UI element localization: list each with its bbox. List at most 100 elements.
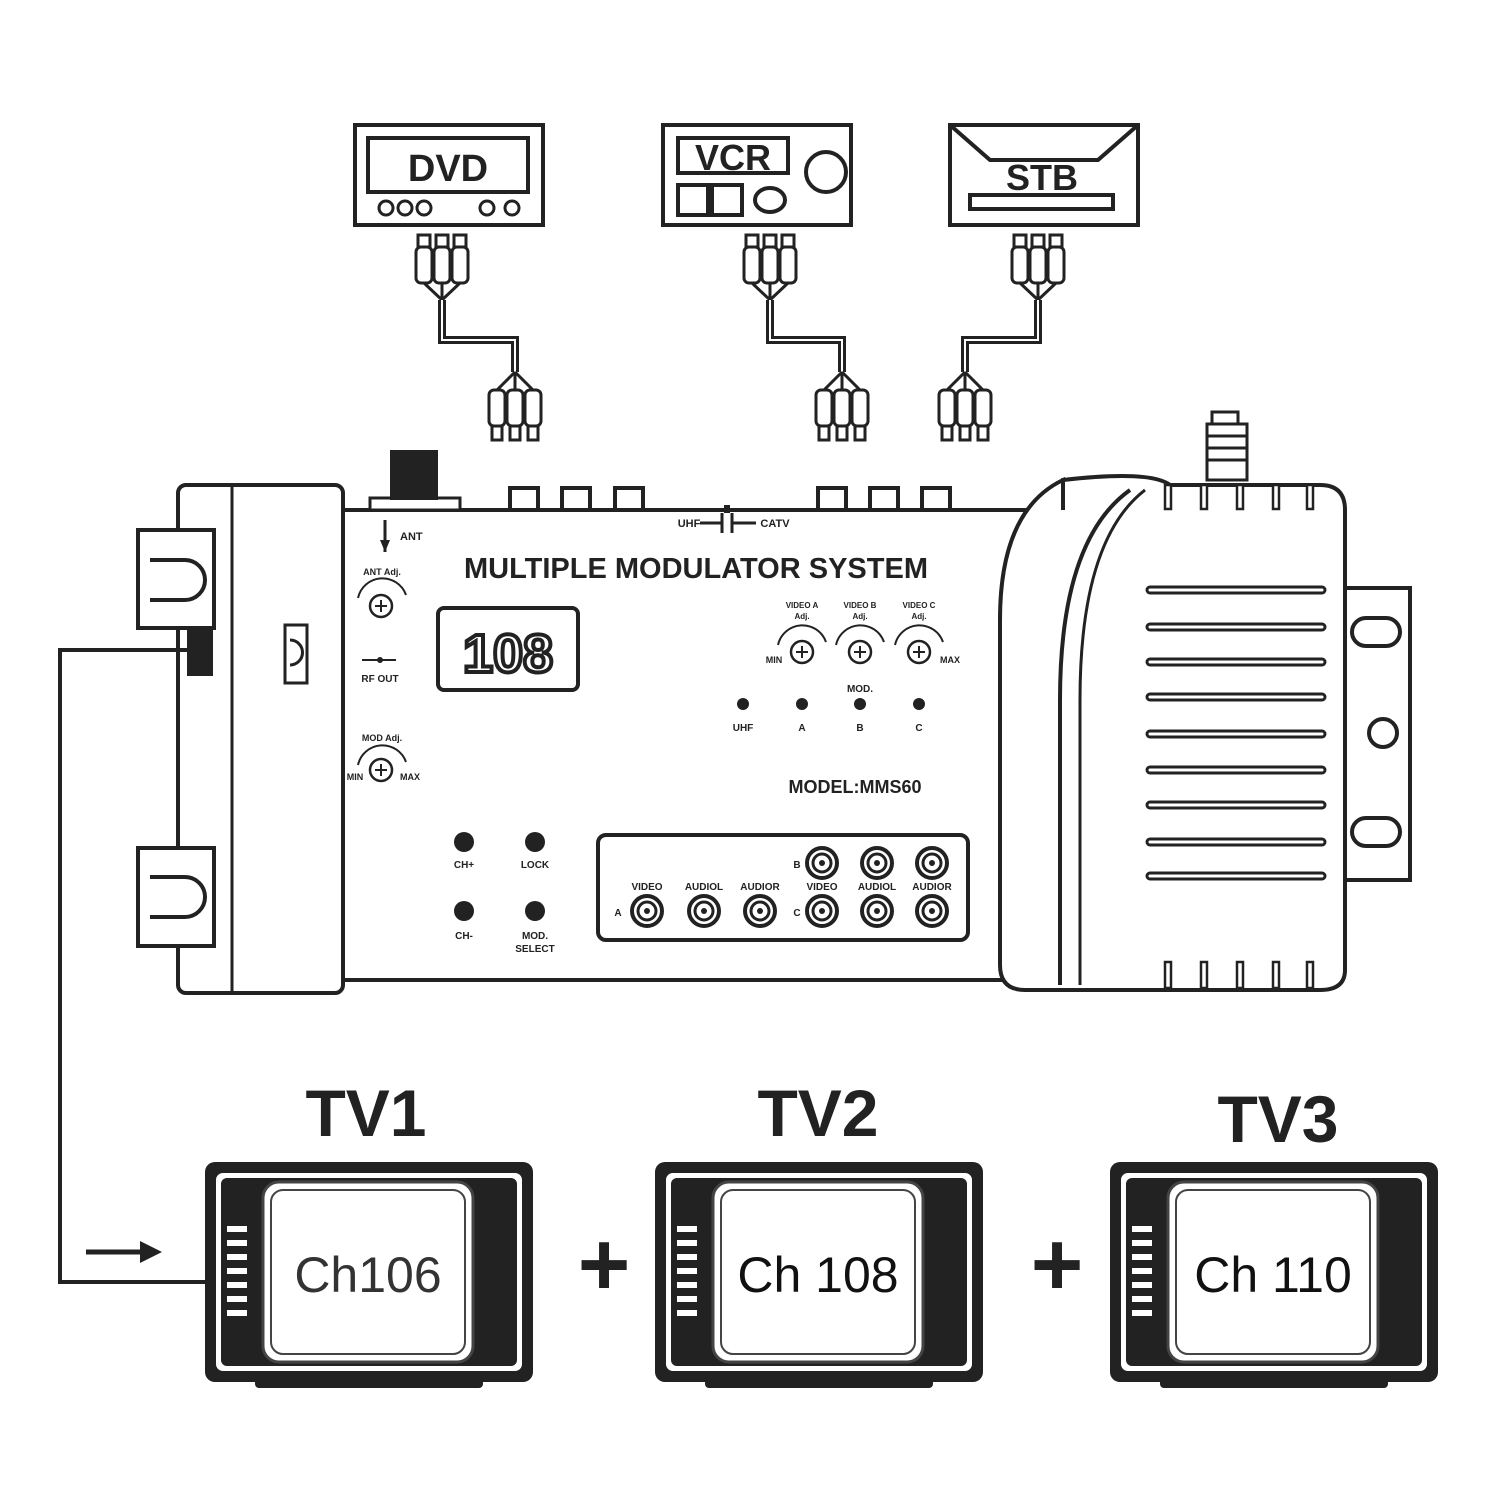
jack-header-c-2: AUDIOR bbox=[912, 882, 952, 893]
ant-label: ANT bbox=[400, 531, 423, 543]
dvd-label: DVD bbox=[408, 148, 488, 190]
mod-adj-min: MIN bbox=[347, 772, 364, 782]
bottom-clip-0 bbox=[1163, 960, 1173, 990]
vcr-label: VCR bbox=[695, 137, 771, 178]
row-label-b: B bbox=[793, 860, 800, 871]
ant-adj-label: ANT Adj. bbox=[363, 567, 401, 577]
led-indicator-2 bbox=[854, 698, 866, 710]
lock-label: LOCK bbox=[521, 860, 550, 871]
uhf-switch-label: UHF bbox=[678, 518, 701, 530]
arrow-right-icon bbox=[140, 1241, 162, 1263]
set-top-box: STB bbox=[948, 123, 1140, 227]
plus-sign-1: + bbox=[578, 1215, 631, 1315]
jack-a-1[interactable] bbox=[687, 894, 721, 928]
mod-led-title: MOD. bbox=[847, 684, 873, 695]
jack-c-0[interactable] bbox=[805, 894, 839, 928]
rf-out-cable bbox=[58, 648, 210, 1284]
vent-slots bbox=[1145, 585, 1327, 881]
device-title: MULTIPLE MODULATOR SYSTEM bbox=[464, 553, 928, 585]
mod-select-button[interactable] bbox=[525, 901, 545, 921]
jack-header-a-1: AUDIOL bbox=[685, 882, 723, 893]
ch-down-button[interactable] bbox=[454, 901, 474, 921]
vent-slot-1 bbox=[1145, 622, 1327, 632]
dvd-player: DVD bbox=[353, 123, 545, 227]
model-label: MODEL:MMS60 bbox=[788, 777, 921, 797]
vent-slot-8 bbox=[1145, 871, 1327, 881]
jack-header-c-0: VIDEO bbox=[806, 882, 837, 893]
tv-channel-1: Ch106 bbox=[294, 1247, 441, 1303]
jack-a-0[interactable] bbox=[630, 894, 664, 928]
tv-label-1: TV1 bbox=[305, 1076, 426, 1150]
ch-up-button[interactable] bbox=[454, 832, 474, 852]
video-adj-label-2: VIDEO C bbox=[903, 601, 936, 610]
vent-slot-0 bbox=[1145, 585, 1327, 595]
bottom-clip-4 bbox=[1305, 960, 1315, 990]
row-label-a: A bbox=[614, 908, 621, 919]
tv-label-3: TV3 bbox=[1217, 1082, 1338, 1156]
ch-down-label: CH- bbox=[455, 931, 473, 942]
led-label-1: A bbox=[798, 723, 805, 734]
display-value: 108 bbox=[463, 624, 553, 684]
tv-channel-3: Ch 110 bbox=[1194, 1247, 1352, 1303]
vent-slot-4 bbox=[1145, 729, 1327, 739]
led-label-3: C bbox=[915, 723, 922, 734]
vent-slot-5 bbox=[1145, 765, 1327, 775]
video-adj-sub-1: Adj. bbox=[852, 612, 867, 621]
led-label-0: UHF bbox=[733, 723, 754, 734]
video-adj-label-1: VIDEO B bbox=[844, 601, 877, 610]
jack-b-2[interactable] bbox=[915, 846, 949, 880]
bottom-clip-2 bbox=[1235, 960, 1245, 990]
jack-header-c-1: AUDIOL bbox=[858, 882, 896, 893]
led-indicator-0 bbox=[737, 698, 749, 710]
top-clip-4 bbox=[1305, 483, 1315, 511]
rca-cable-1 bbox=[414, 233, 543, 442]
video-adj-sub-2: Adj. bbox=[911, 612, 926, 621]
mod-adj-label: MOD Adj. bbox=[362, 733, 402, 743]
channel-display bbox=[436, 606, 580, 692]
tv-3: TV3 Ch 110 bbox=[1110, 1082, 1438, 1388]
catv-switch-label: CATV bbox=[760, 518, 790, 530]
modulator-unit: UHF CATV ANT MULTIPLE MODULATOR SYSTEM A… bbox=[136, 410, 1412, 995]
tv-channel-2: Ch 108 bbox=[737, 1247, 898, 1303]
top-clip-3 bbox=[1271, 483, 1281, 511]
vent-slot-7 bbox=[1145, 837, 1327, 847]
plus-sign-2: + bbox=[1031, 1215, 1084, 1315]
rca-cables bbox=[414, 233, 1066, 442]
jack-b-1[interactable] bbox=[860, 846, 894, 880]
control-buttons: CH+ LOCK CH- MOD. SELECT bbox=[454, 832, 555, 955]
vent-slot-3 bbox=[1145, 692, 1327, 702]
jack-c-2[interactable] bbox=[915, 894, 949, 928]
video-adj-max: MAX bbox=[940, 655, 960, 665]
stb-label: STB bbox=[1006, 157, 1078, 198]
vent-slot-6 bbox=[1145, 800, 1327, 810]
video-adj-sub-0: Adj. bbox=[794, 612, 809, 621]
jack-b-0[interactable] bbox=[805, 846, 839, 880]
top-clip-1 bbox=[1199, 483, 1209, 511]
rf-out-label: RF OUT bbox=[361, 674, 398, 685]
vcr-player: VCR bbox=[661, 123, 853, 227]
mod-select-label-2: SELECT bbox=[515, 944, 554, 955]
rca-cable-3 bbox=[937, 233, 1066, 442]
jack-c-1[interactable] bbox=[860, 894, 894, 928]
housing-clips bbox=[1163, 483, 1315, 990]
lock-button[interactable] bbox=[525, 832, 545, 852]
led-indicator-3 bbox=[913, 698, 925, 710]
jack-a-2[interactable] bbox=[743, 894, 777, 928]
rca-cable-2 bbox=[742, 233, 870, 442]
vent-slot-2 bbox=[1145, 657, 1327, 667]
top-clip-2 bbox=[1235, 483, 1245, 511]
mod-adj-max: MAX bbox=[400, 772, 420, 782]
row-label-c: C bbox=[793, 908, 800, 919]
bottom-clip-1 bbox=[1199, 960, 1209, 990]
video-adj-min: MIN bbox=[766, 655, 783, 665]
top-clip-0 bbox=[1163, 483, 1173, 511]
bottom-clip-3 bbox=[1271, 960, 1281, 990]
